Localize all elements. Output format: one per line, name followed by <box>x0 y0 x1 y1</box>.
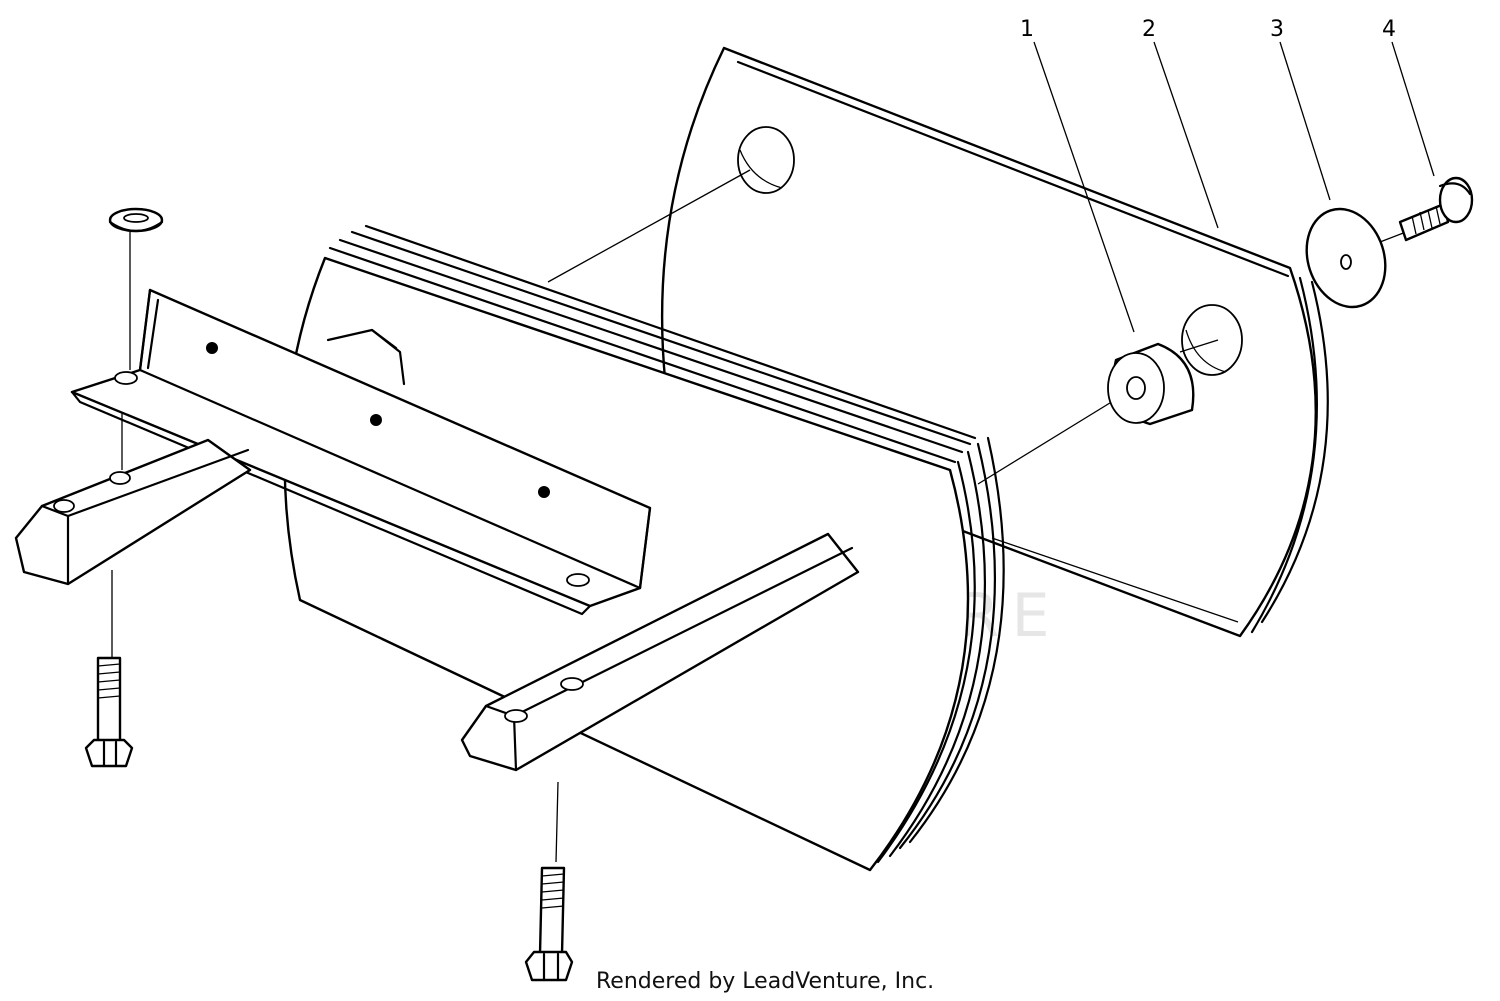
screw <box>1398 176 1474 242</box>
callout-leaders <box>1033 41 1435 333</box>
callout-4: 4 <box>1382 17 1396 42</box>
assembly-lines <box>111 169 1407 863</box>
spacer <box>1107 342 1195 426</box>
callout-numbers: 1 2 3 4 <box>1020 17 1396 42</box>
callout-3: 3 <box>1270 17 1284 42</box>
small-washer <box>108 207 164 233</box>
callout-2: 2 <box>1142 17 1156 42</box>
credit-text: Rendered by LeadVenture, Inc. <box>596 969 934 994</box>
bolt-right <box>524 866 574 982</box>
angle-bracket <box>70 288 652 616</box>
washer <box>1305 207 1387 309</box>
hex-bar-right <box>460 532 860 772</box>
bolt-left <box>84 656 134 768</box>
hex-bar-left <box>14 438 252 586</box>
callout-1: 1 <box>1020 17 1034 42</box>
rear-plate <box>660 46 1329 638</box>
